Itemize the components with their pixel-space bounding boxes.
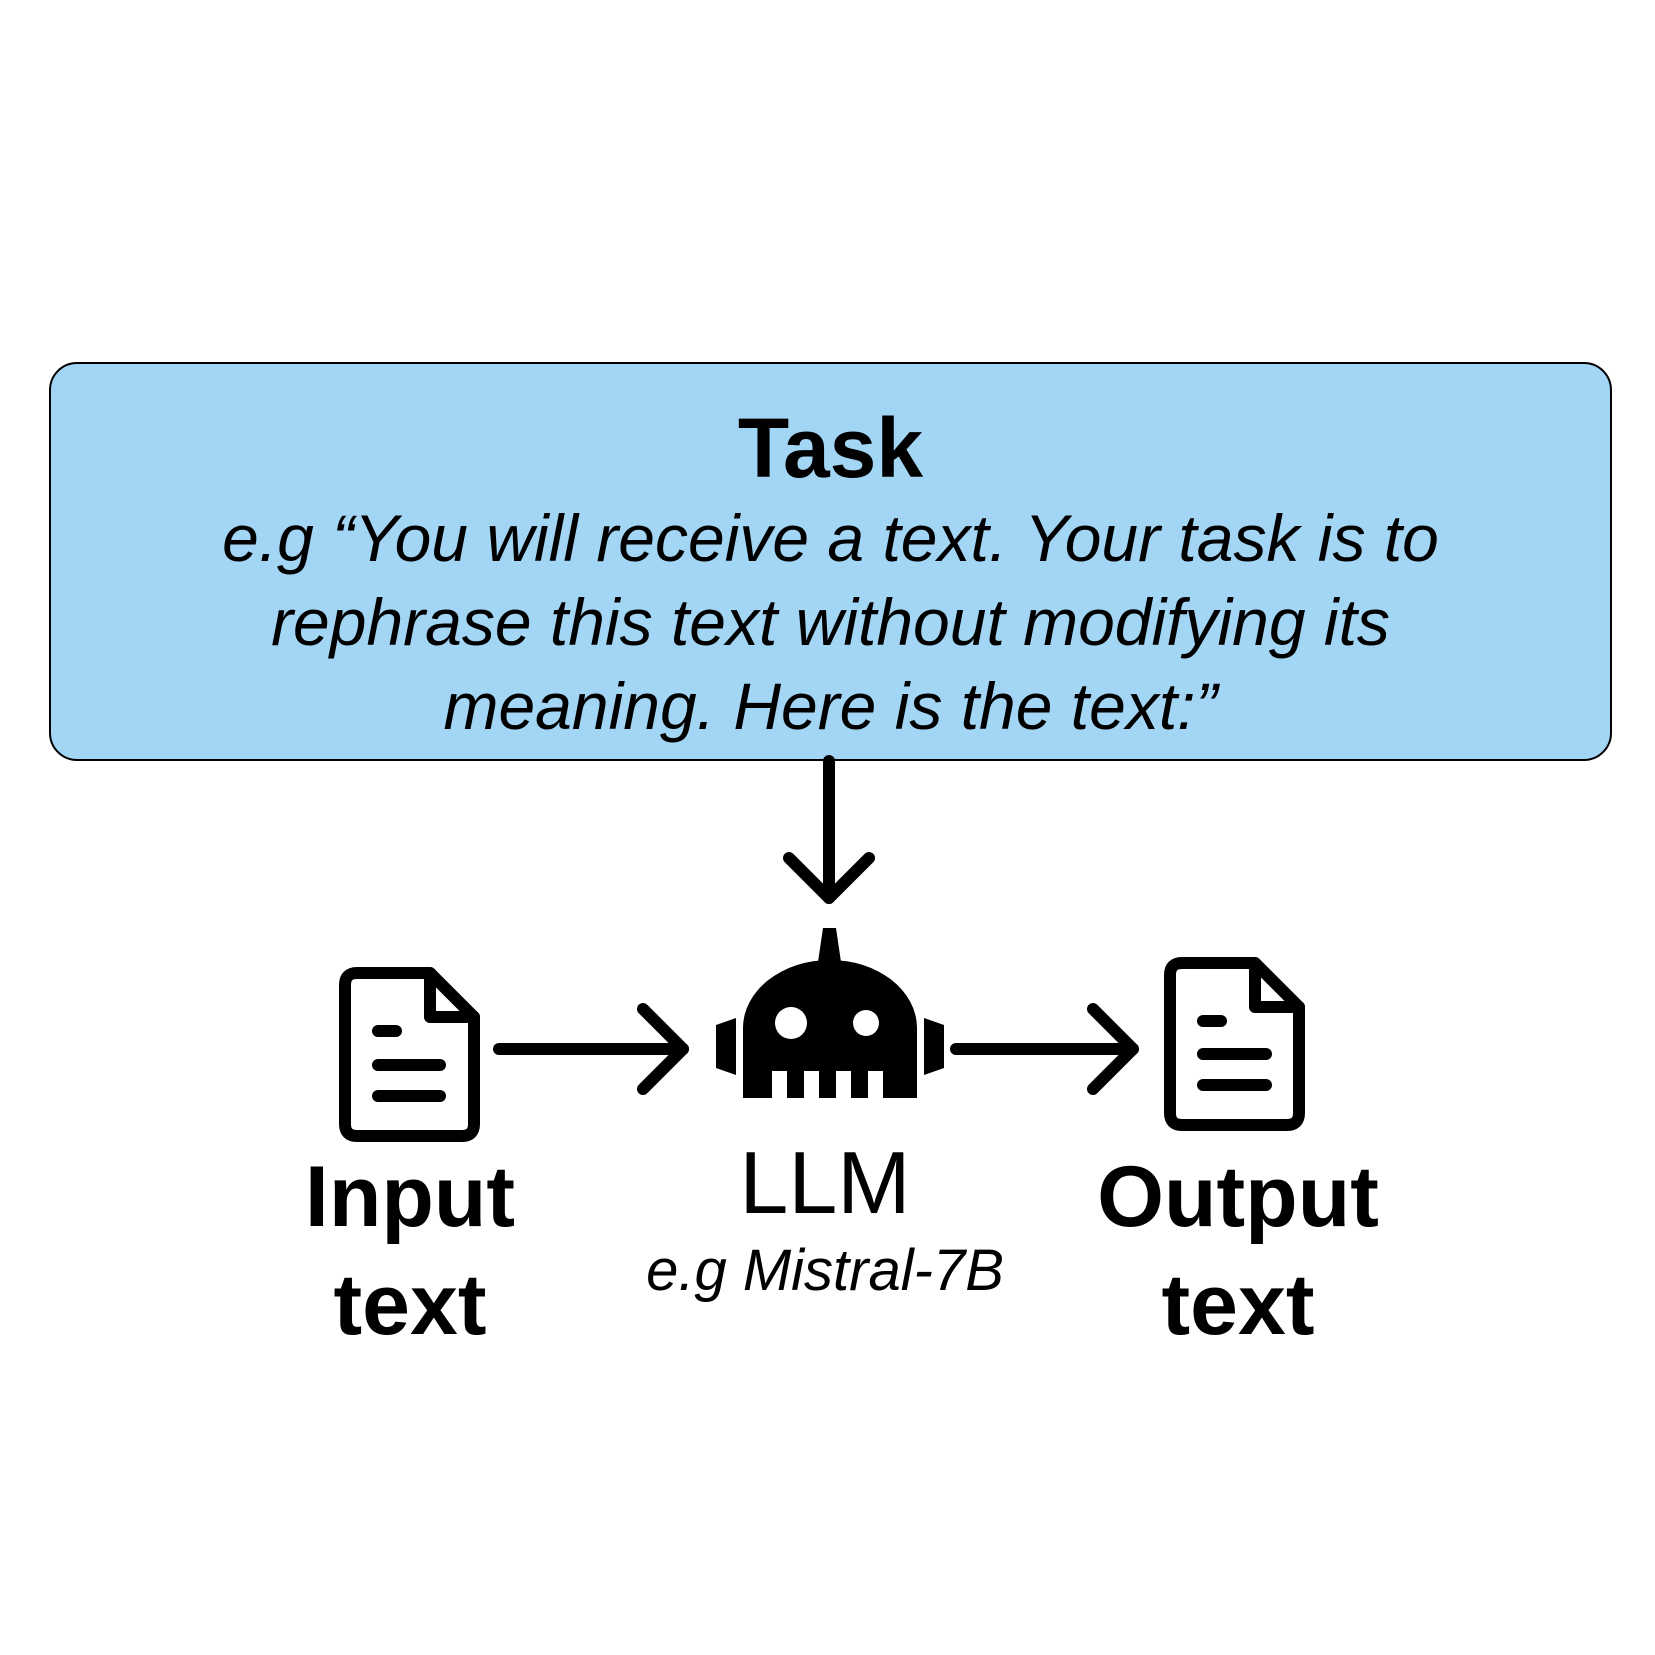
task-example: e.g “You will receive a text. Your task … — [51, 496, 1610, 748]
arrow-down-icon — [783, 755, 875, 904]
llm-example: e.g Mistral-7B — [646, 1238, 1004, 1303]
task-example-line: e.g “You will receive a text. Your task … — [222, 501, 1439, 575]
task-title: Task — [737, 401, 924, 495]
task-example-line: rephrase this text without modifying its — [271, 585, 1390, 659]
arrow-right-icon — [493, 1003, 689, 1095]
output-label-line: text — [1161, 1257, 1315, 1353]
input-label: Input text — [260, 1143, 560, 1359]
task-box: Task e.g “You will receive a text. Your … — [49, 362, 1612, 761]
output-label: Output text — [1068, 1143, 1408, 1359]
input-document-icon — [339, 967, 480, 1142]
llm-label: LLM — [739, 1133, 911, 1232]
arrow-right-icon — [950, 1003, 1139, 1095]
output-document-icon — [1164, 957, 1305, 1131]
task-example-line: meaning. Here is the text:” — [443, 669, 1218, 743]
input-label-line: Input — [304, 1149, 516, 1245]
output-label-line: Output — [1097, 1149, 1379, 1245]
input-label-line: text — [333, 1257, 487, 1353]
robot-icon — [716, 928, 944, 1098]
